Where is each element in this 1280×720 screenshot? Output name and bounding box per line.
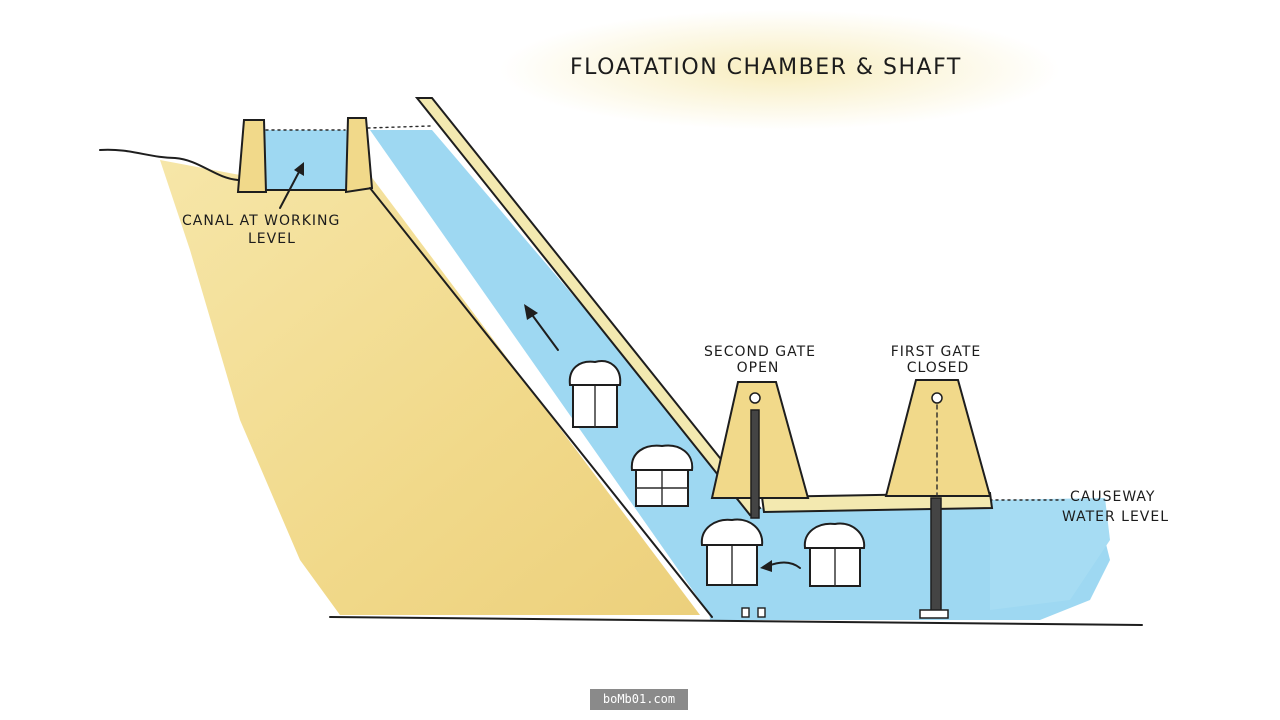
canal-label-line2: LEVEL <box>248 231 296 247</box>
second-gate-label-line2: OPEN <box>737 360 780 376</box>
second-gate-label-line1: SECOND GATE <box>704 344 816 360</box>
canal-water <box>265 130 350 190</box>
arrow-canal-label <box>279 162 304 209</box>
causeway-water <box>990 498 1110 610</box>
container-shaft-upper <box>568 360 622 428</box>
embankment-slope <box>369 187 713 618</box>
shaft-wall <box>414 97 762 517</box>
causeway-label-line2: WATER LEVEL <box>1062 509 1169 525</box>
diagram-title: FLOATATION CHAMBER & SHAFT <box>570 55 962 80</box>
container-shaft-lower <box>630 444 694 507</box>
first-gate-label-line1: FIRST GATE <box>891 344 982 360</box>
first-gate-base <box>919 609 949 619</box>
canal-wall-left <box>236 119 268 193</box>
second-gate-pier <box>710 381 810 499</box>
floor-block <box>757 607 766 618</box>
first-gate-panel <box>930 497 942 617</box>
arrow-into-chamber <box>760 560 801 572</box>
causeway-label-line1: CAUSEWAY <box>1070 489 1155 505</box>
first-gate-pulley <box>931 392 943 404</box>
shaft-water-surface <box>367 125 431 129</box>
arrow-up-shaft <box>524 304 559 351</box>
container-chamber-right <box>803 522 866 587</box>
title-wash <box>500 10 1060 130</box>
second-gate-pulley <box>749 392 761 404</box>
floor-block <box>741 607 750 618</box>
canal-label-line1: CANAL AT WORKING <box>182 213 340 229</box>
earth-embankment <box>160 160 700 615</box>
canal-wall-right <box>344 117 374 194</box>
ground-line-bottom <box>329 616 1143 626</box>
first-gate-pier <box>884 379 992 497</box>
watermark: boMb01.com <box>590 689 688 710</box>
first-gate-label-line2: CLOSED <box>907 360 970 376</box>
container-chamber-left <box>700 518 764 586</box>
ground-line-left <box>99 148 239 181</box>
second-gate-panel <box>750 409 760 519</box>
